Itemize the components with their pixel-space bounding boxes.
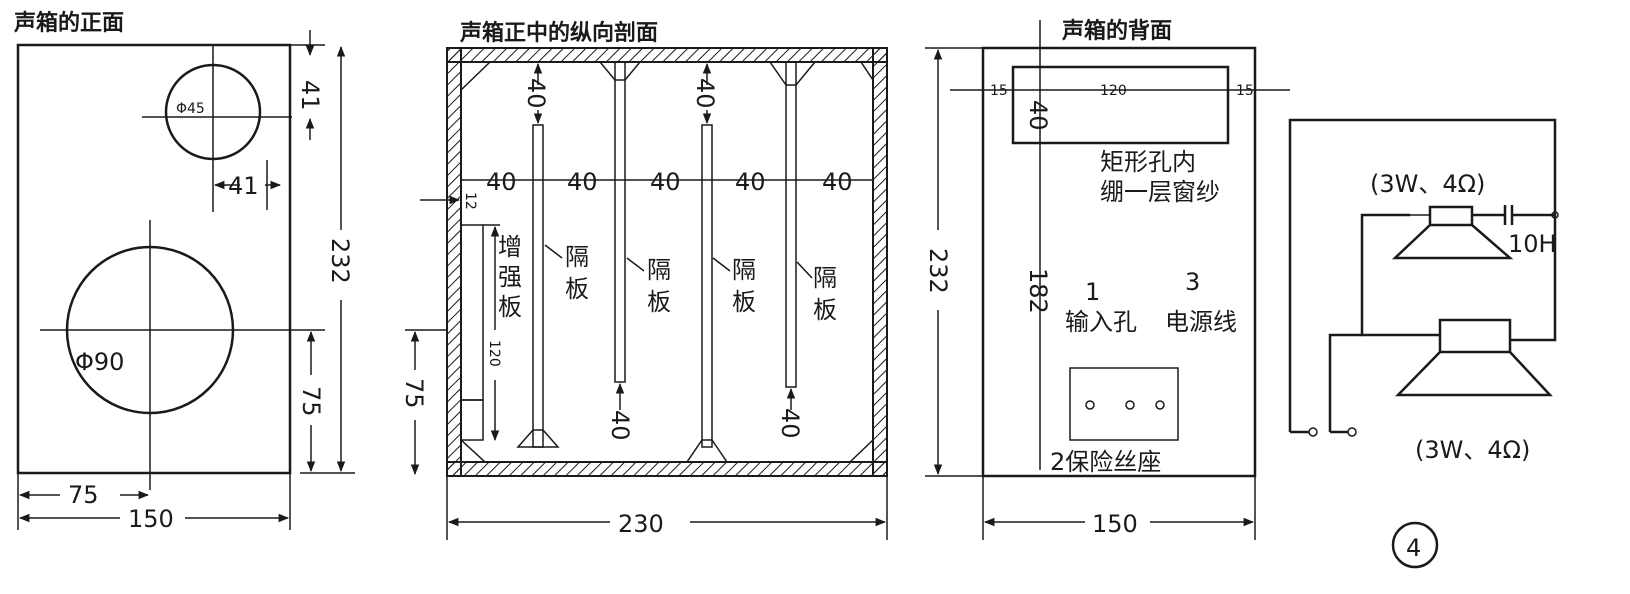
slot-top-dim: 40 bbox=[1024, 100, 1052, 131]
partition-1 bbox=[532, 124, 544, 448]
back-outline bbox=[981, 46, 1257, 478]
reinforce-height: 120 bbox=[486, 340, 502, 367]
left-wall bbox=[446, 47, 462, 477]
section-bottom-offset: 75 bbox=[400, 378, 428, 409]
partition-label-4a: 隔 bbox=[813, 264, 837, 292]
spacing-2: 40 bbox=[567, 168, 598, 196]
input-number: 1 bbox=[1085, 278, 1100, 306]
gap-2: 40 bbox=[606, 410, 634, 441]
partition-3 bbox=[701, 124, 713, 448]
speaker2-cone bbox=[1395, 351, 1553, 397]
terminal-left bbox=[1308, 427, 1318, 437]
partition-label-3b: 板 bbox=[732, 288, 756, 316]
spacing-3: 40 bbox=[650, 168, 681, 196]
large-hole-label: Φ90 bbox=[75, 348, 124, 376]
spacing-5: 40 bbox=[822, 168, 853, 196]
reinforce-plate bbox=[460, 224, 484, 401]
section-width: 230 bbox=[618, 510, 664, 538]
front-dim-width: 150 bbox=[128, 505, 174, 533]
speaker2-label: (3W、4Ω) bbox=[1415, 436, 1530, 464]
back-height: 232 bbox=[924, 248, 952, 294]
power-number: 3 bbox=[1185, 268, 1200, 296]
partition-label-3a: 隔 bbox=[732, 256, 756, 284]
front-dim-side: 41 bbox=[228, 172, 259, 200]
front-panel: 声箱的正面 Φ45 Φ90 41 41 232 75 bbox=[13, 10, 355, 533]
speaker1-label: (3W、4Ω) bbox=[1370, 170, 1485, 198]
power-label: 电源线 bbox=[1165, 308, 1237, 336]
front-dim-top: 41 bbox=[296, 80, 324, 111]
slot-note-2: 绷一层窗纱 bbox=[1100, 178, 1220, 206]
partition-4 bbox=[785, 61, 797, 388]
circuit-panel: (3W、4Ω) 10H (3W、4Ω) 4 bbox=[1288, 118, 1559, 569]
partition-2 bbox=[614, 61, 626, 383]
speaker1-cone bbox=[1391, 224, 1514, 260]
bottom-wall bbox=[446, 461, 888, 477]
choke-label: 10H bbox=[1508, 230, 1557, 258]
speaker1-magnet bbox=[1428, 205, 1474, 227]
gap-4: 40 bbox=[776, 408, 804, 439]
section-panel: 声箱正中的纵向剖面 40 40 40 40 40 40 bbox=[400, 20, 888, 540]
reinforce-thickness: 12 bbox=[462, 192, 478, 210]
input-label: 输入孔 bbox=[1065, 308, 1137, 336]
partition-label-2b: 板 bbox=[647, 288, 671, 316]
fuse-label: 2保险丝座 bbox=[1050, 448, 1161, 476]
slot-note-1: 矩形孔内 bbox=[1100, 148, 1196, 176]
front-outline bbox=[16, 43, 292, 475]
front-dim-half-width: 75 bbox=[68, 481, 99, 509]
reinforce-label-2: 强 bbox=[498, 263, 522, 291]
front-title: 声箱的正面 bbox=[13, 10, 124, 36]
gap-3: 40 bbox=[691, 78, 719, 109]
slot-left-margin: 15 bbox=[990, 83, 1008, 99]
spacing-4: 40 bbox=[735, 168, 766, 196]
gap-1: 40 bbox=[522, 78, 550, 109]
partition-label-1b: 板 bbox=[565, 275, 589, 303]
back-panel: 声箱的背面 15 120 15 40 矩形孔内 绷一层窗纱 232 182 1 … bbox=[924, 18, 1290, 540]
right-wall bbox=[872, 47, 888, 477]
reinforce-label-3: 板 bbox=[498, 293, 522, 321]
back-title: 声箱的背面 bbox=[1061, 18, 1172, 44]
slot-right-margin: 15 bbox=[1236, 83, 1254, 99]
partition-label-1a: 隔 bbox=[565, 243, 589, 271]
partition-label-4b: 板 bbox=[813, 296, 837, 324]
top-wall bbox=[446, 47, 888, 63]
terminal-right bbox=[1347, 427, 1357, 437]
figure-number: 4 bbox=[1406, 534, 1421, 562]
speaker2-magnet bbox=[1438, 318, 1512, 354]
back-width: 150 bbox=[1092, 510, 1138, 538]
fuse-socket bbox=[1069, 367, 1179, 441]
back-lower-dim: 182 bbox=[1024, 268, 1052, 314]
reinforce-label-1: 增 bbox=[498, 233, 522, 261]
slot-width: 120 bbox=[1100, 83, 1127, 99]
front-dim-height: 232 bbox=[326, 238, 354, 284]
partition-label-2a: 隔 bbox=[647, 256, 671, 284]
small-hole-label: Φ45 bbox=[176, 101, 205, 117]
spacing-1: 40 bbox=[486, 168, 517, 196]
front-dim-bottom: 75 bbox=[297, 386, 325, 417]
figure-number-circle bbox=[1391, 521, 1439, 569]
section-title: 声箱正中的纵向剖面 bbox=[459, 20, 658, 46]
slot bbox=[1011, 65, 1230, 145]
